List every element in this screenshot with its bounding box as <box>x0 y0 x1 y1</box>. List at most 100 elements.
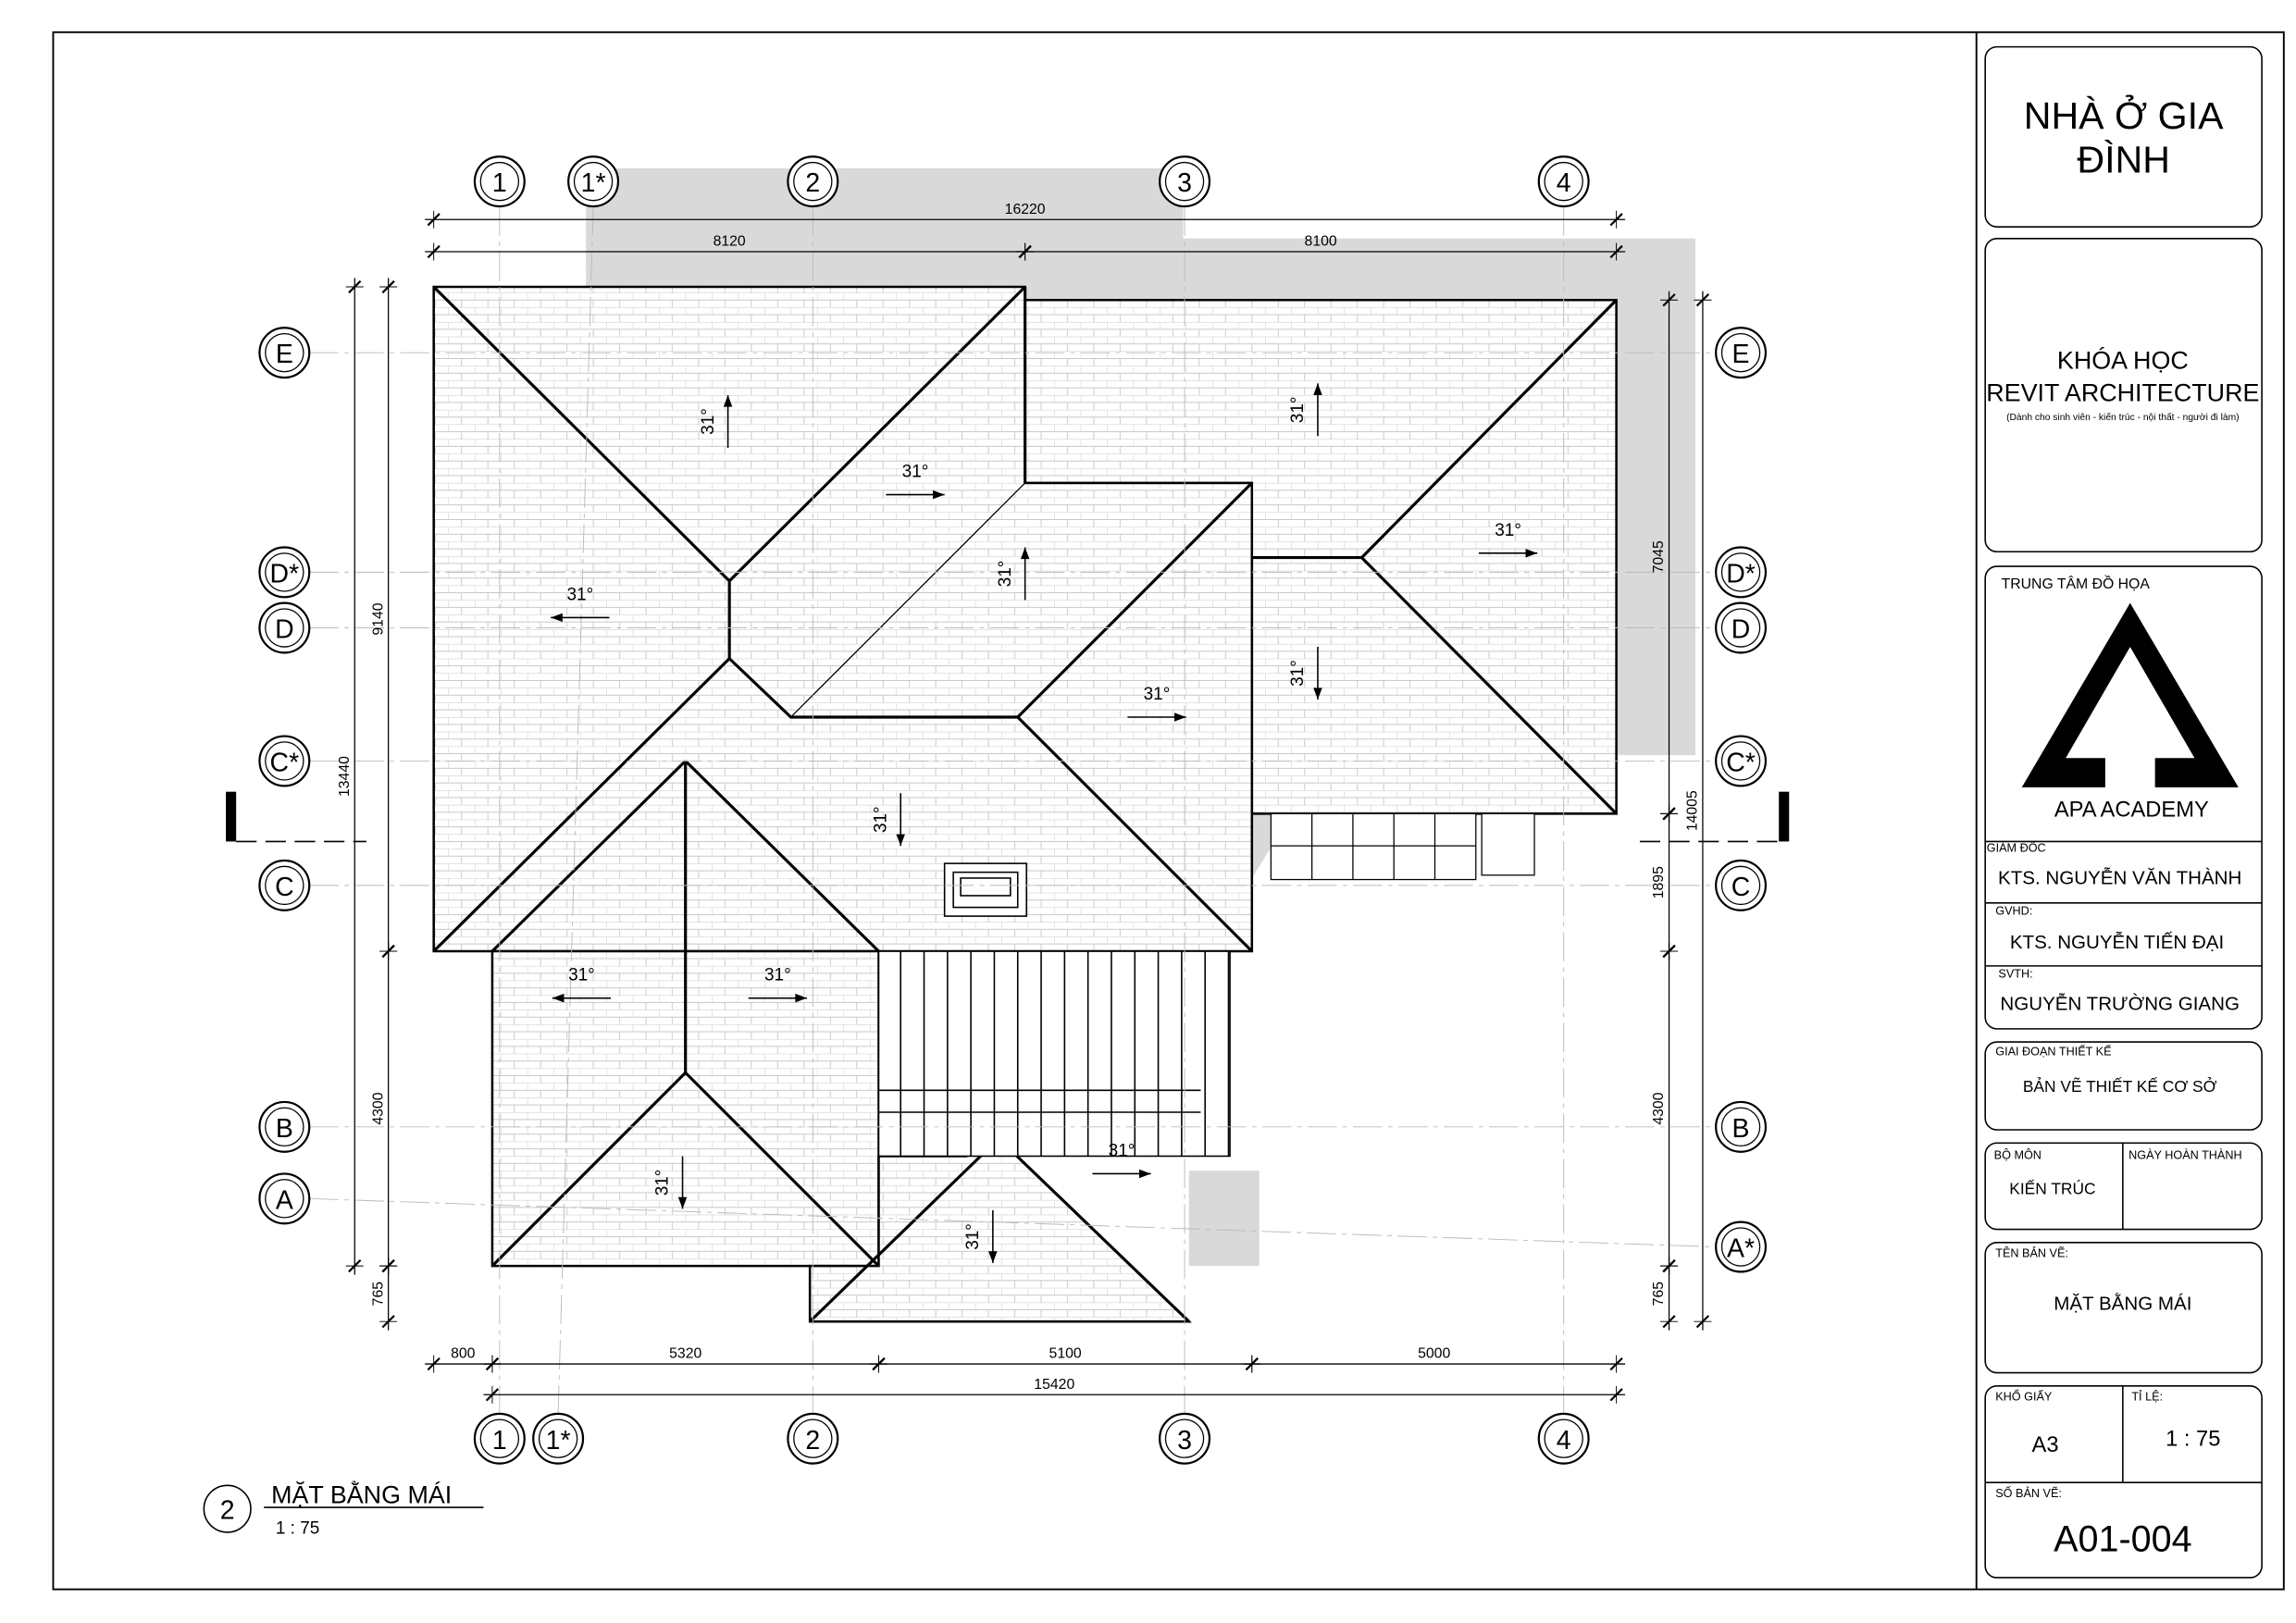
grid-bubble-right-C: C <box>1715 859 1768 911</box>
slope-label: 31° <box>1495 521 1521 540</box>
slope-arrow: 31° <box>963 1209 998 1263</box>
dimension-text: 8120 <box>714 234 746 250</box>
course-line2: REVIT ARCHITECTURE <box>1986 378 2259 406</box>
slope-arrow: 31° <box>996 547 1030 601</box>
dimension-text: 800 <box>451 1346 476 1362</box>
director-label: GIÁM ĐỐC <box>1987 840 2046 854</box>
grid-label: 3 <box>1177 1426 1192 1456</box>
grid-bubble-left-D*: D* <box>258 546 311 599</box>
center-label: TRUNG TÂM ĐỒ HỌA <box>2002 575 2151 592</box>
grid-label: E <box>1732 340 1750 369</box>
grid-label: 3 <box>1177 168 1192 198</box>
slope-arrow: 31° <box>748 966 807 1003</box>
dimension-text: 4300 <box>370 1092 386 1124</box>
grid-label: 4 <box>1557 168 1571 198</box>
grid-bubble-left-E: E <box>258 327 311 379</box>
slope-annotations: 31°31°31°31°31°31°31°31°31°31°31°31°31°3… <box>551 383 1538 1263</box>
grid-label: A* <box>1727 1234 1755 1264</box>
grid-bubble-right-D: D <box>1715 601 1768 654</box>
instructor-label: GVHD: <box>1995 905 2032 918</box>
slope-label: 31° <box>566 585 593 604</box>
grid-bubble-right-E: E <box>1715 327 1768 379</box>
scale-value: 1 : 75 <box>2166 1428 2220 1452</box>
sheet-border <box>52 31 2285 1591</box>
grid-bubble-right-B: B <box>1715 1100 1768 1153</box>
phase-label: GIAI ĐOẠN THIẾT KẾ <box>1995 1044 2111 1058</box>
grid-label: C* <box>270 749 300 778</box>
grid-bubble-left-D: D <box>258 601 311 654</box>
slope-arrow: 31° <box>551 585 610 623</box>
grid-label: C <box>1731 873 1751 902</box>
dimension-text: 5000 <box>1418 1346 1450 1362</box>
dimension-text: 14005 <box>1685 790 1701 831</box>
slope-label: 31° <box>699 408 718 435</box>
pergola-beam <box>878 1089 1201 1113</box>
grid-label: D <box>275 615 294 645</box>
slope-label: 31° <box>653 1170 673 1196</box>
title-block <box>1984 45 2263 1579</box>
dimension-text: 5320 <box>669 1346 701 1362</box>
grid-bubble-bottom-1*: 1* <box>532 1412 585 1465</box>
roof-ridges <box>432 285 1618 1323</box>
dimension-text: 1895 <box>1651 866 1667 898</box>
section-marker-left <box>226 791 366 843</box>
grid-label: C* <box>1726 749 1756 778</box>
grid-bubble-left-C*: C* <box>258 735 311 787</box>
scale-label: TỈ LỆ: <box>2131 1390 2163 1404</box>
grid-label: C <box>275 873 294 902</box>
slope-arrow: 31° <box>699 395 733 448</box>
slope-label: 31° <box>1144 685 1171 704</box>
grid-bubble-top-1*: 1* <box>567 155 620 208</box>
dimension-text: 7045 <box>1651 540 1667 573</box>
grid-label: 1* <box>546 1426 571 1456</box>
dimension-text: 8100 <box>1305 234 1337 250</box>
grid-label: 4 <box>1557 1426 1571 1456</box>
grid-bubble-top-2: 2 <box>787 155 839 208</box>
grid-label: D* <box>1726 559 1756 588</box>
slope-arrow: 31° <box>1288 383 1322 437</box>
slope-label: 31° <box>1288 660 1308 687</box>
dimension-text: 13440 <box>337 756 353 797</box>
dimension-text: 9140 <box>370 602 386 635</box>
dimension-text: 5100 <box>1049 1346 1082 1362</box>
apa-logo-icon <box>2021 602 2239 787</box>
grid-bubble-bottom-1: 1 <box>473 1412 526 1465</box>
dimension-text: 4300 <box>1651 1092 1667 1124</box>
sheet-name-label: TÊN BẢN VẼ: <box>1995 1246 2068 1260</box>
grid-label: B <box>1732 1114 1750 1144</box>
sheet-number: A01-004 <box>2054 1519 2191 1560</box>
sheet-name: MẶT BẰNG MÁI <box>2054 1293 2191 1315</box>
slope-arrow: 31° <box>886 463 945 500</box>
project-name: NHÀ Ở GIA ĐÌNH <box>2023 93 2224 181</box>
grid-bubble-left-A: A <box>258 1172 311 1225</box>
slope-label: 31° <box>1288 397 1308 424</box>
view-number: 2 <box>220 1496 235 1526</box>
dimension-text: 15420 <box>1034 1377 1074 1393</box>
grid-bubble-bottom-3: 3 <box>1159 1412 1211 1465</box>
dimension-text: 16220 <box>1005 202 1046 217</box>
view-number-circle <box>203 1484 252 1533</box>
roof-planes <box>432 285 1618 1323</box>
slope-arrow: 31° <box>1092 1141 1151 1179</box>
director-name: KTS. NGUYỄN VĂN THÀNH <box>1998 867 2241 888</box>
sheet-no-label: SỐ BẢN VẼ: <box>1995 1486 2062 1500</box>
instructor-name: KTS. NGUYỄN TIẾN ĐẠI <box>2010 932 2224 953</box>
course-line1: KHÓA HỌC <box>2057 346 2189 375</box>
grid-bubble-top-3: 3 <box>1159 155 1211 208</box>
grid-label: E <box>276 340 293 369</box>
grid-label: 2 <box>805 168 820 198</box>
student-label: SVTH: <box>1998 968 2032 981</box>
slope-arrow: 31° <box>552 966 612 1003</box>
slope-label: 31° <box>963 1223 983 1250</box>
grid-label: B <box>276 1114 293 1144</box>
paper-value: A3 <box>2032 1433 2059 1457</box>
dimension-text: 765 <box>1651 1282 1667 1307</box>
phase-value: BẢN VẼ THIẾT KẾ CƠ SỞ <box>2023 1077 2217 1096</box>
pergola <box>877 950 1231 1158</box>
dept-label: BỘ MÔN <box>1994 1148 2042 1162</box>
grid-bubble-top-1: 1 <box>473 155 526 208</box>
grid-bubble-right-A*: A* <box>1715 1220 1768 1273</box>
slope-arrow: 31° <box>653 1156 688 1209</box>
view-scale: 1 : 75 <box>276 1519 319 1539</box>
date-label: NGÀY HOÀN THÀNH <box>2128 1148 2241 1162</box>
